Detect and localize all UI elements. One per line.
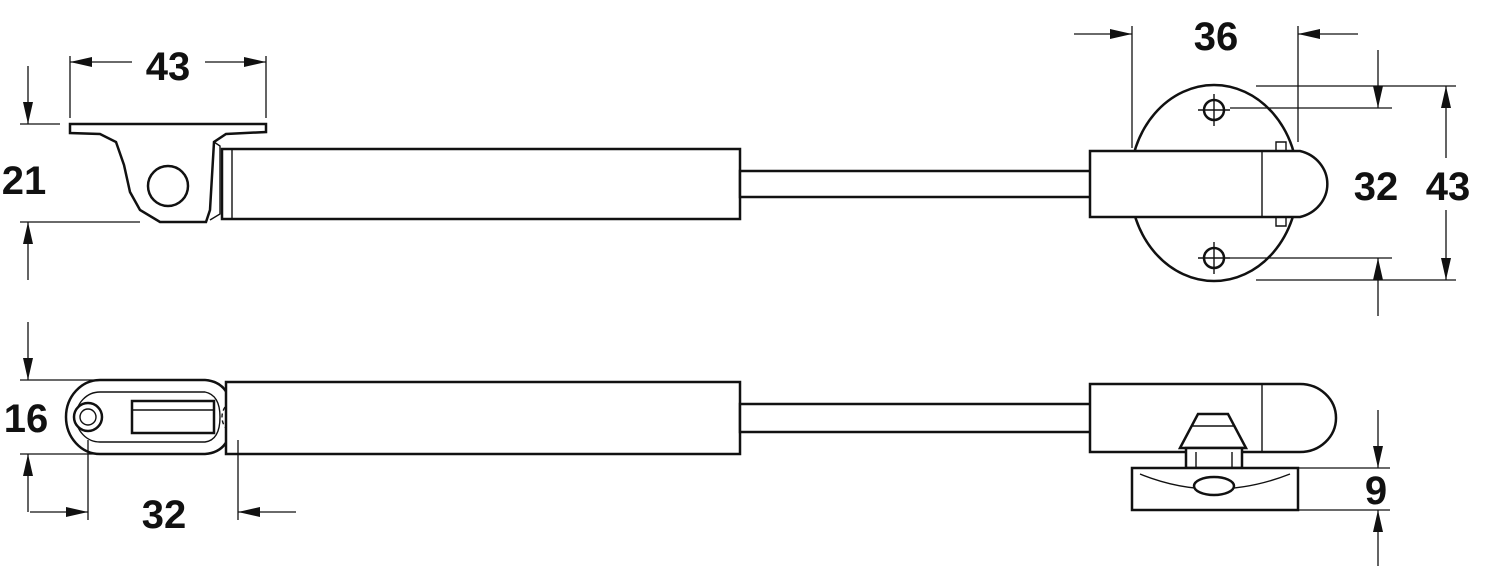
bottom-view (64, 378, 1338, 512)
bottom-piston-rod (738, 402, 1096, 434)
dim-top-bracket-height (20, 66, 140, 280)
bottom-cylinder (224, 380, 742, 456)
top-left-bracket (68, 122, 268, 224)
dim-right-plate-height (1256, 85, 1456, 281)
label-right-hole-spacing: 32 (1354, 165, 1399, 209)
dim-right-hole-spacing (1230, 50, 1392, 316)
dim-bottom-offset (30, 440, 296, 520)
dim-bottom-eye-height (20, 322, 100, 512)
label-bottom-offset: 32 (142, 493, 187, 537)
label-bottom-eye-height: 16 (4, 397, 49, 441)
bottom-foot (1130, 466, 1300, 512)
top-piston-rod (738, 169, 1096, 199)
label-right-plate-height: 43 (1426, 165, 1471, 209)
top-view (68, 83, 1329, 283)
label-right-plate-width: 36 (1194, 15, 1239, 59)
label-top-bracket-width: 43 (146, 45, 191, 89)
dim-top-bracket-width (69, 56, 267, 118)
dim-right-plate-width (1074, 26, 1358, 148)
top-end-fitting (1088, 141, 1329, 227)
top-cylinder (220, 147, 742, 221)
bottom-end-fitting (1088, 382, 1338, 470)
label-top-bracket-height: 21 (2, 159, 47, 203)
label-bottom-foot-height: 9 (1365, 469, 1387, 513)
dim-bottom-foot-height (1298, 410, 1390, 566)
